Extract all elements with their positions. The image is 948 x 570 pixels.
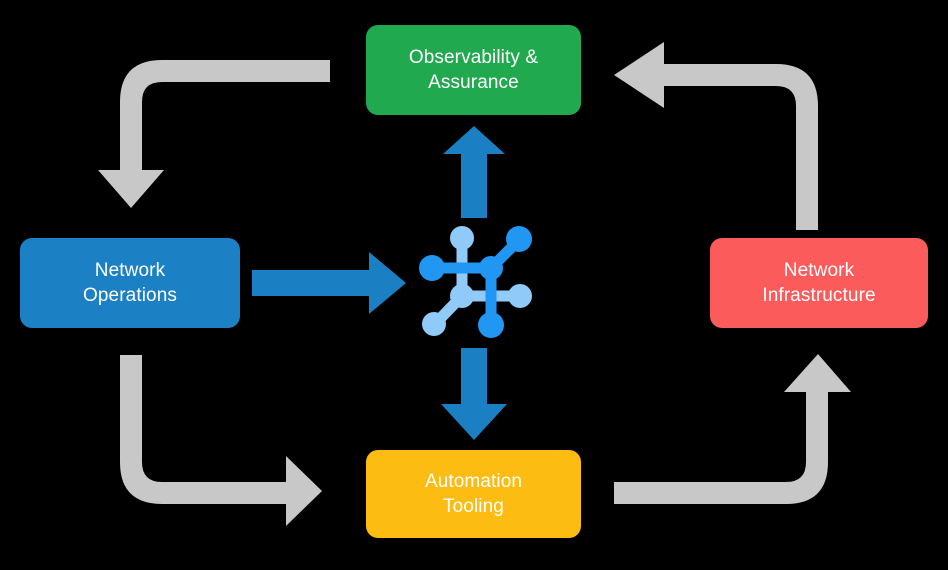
node-observability-assurance[interactable]: Observability & Assurance	[366, 25, 581, 115]
node-observability-assurance-label: Observability & Assurance	[408, 46, 539, 93]
topology-node-bottom	[478, 312, 504, 338]
topology-secondary-nodes	[422, 226, 532, 336]
node-network-operations[interactable]: Network Operations	[20, 238, 240, 328]
arrow-observability-to-operations	[98, 60, 330, 208]
network-topology-icon	[419, 226, 532, 338]
topology-primary-nodes	[419, 226, 532, 338]
topology-node-hub	[479, 256, 503, 280]
node-automation-tooling-label: Automation Tooling	[424, 470, 523, 517]
node-network-infrastructure[interactable]: Network Infrastructure	[710, 238, 928, 328]
node-network-operations-label: Network Operations	[83, 259, 177, 306]
arrow-automation-to-infrastructure	[614, 354, 851, 504]
arrow-infrastructure-to-observability	[614, 42, 818, 230]
topology-node-bottom-left	[422, 312, 446, 336]
topology-node-top	[450, 226, 474, 250]
arrow-operations-to-automation	[120, 355, 322, 526]
node-network-infrastructure-label: Network Infrastructure	[762, 259, 876, 306]
topology-node-lower-left-hub	[450, 284, 474, 308]
arrow-center-to-automation	[441, 348, 507, 440]
arrow-operations-to-center	[252, 252, 406, 314]
topology-node-left	[419, 255, 445, 281]
node-automation-tooling[interactable]: Automation Tooling	[366, 450, 581, 538]
topology-node-right	[508, 284, 532, 308]
arrow-center-to-observability	[443, 126, 505, 218]
topology-node-top-right	[506, 226, 532, 252]
